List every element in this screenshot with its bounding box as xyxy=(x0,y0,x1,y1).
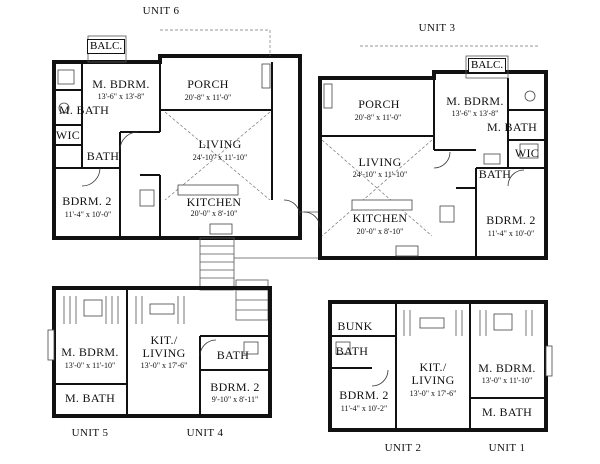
unit-6-kitchen-dimensions: 20'-0" x 8'-10" xyxy=(190,209,238,218)
unit-3-master-bedroom: M. BDRM. xyxy=(446,94,504,108)
unit-3-porch: PORCH xyxy=(358,97,400,111)
unit-3-master-bedroom-dimensions: 13'-6" x 13'-8" xyxy=(451,109,499,118)
unit-5-master-bedroom-dimensions: 13'-0" x 11'-10" xyxy=(64,361,116,370)
unit-3-living-dimensions: 24'-10" x 11'-10" xyxy=(352,170,408,179)
unit-2-kitchen-living-line2: LIVING xyxy=(411,373,455,387)
unit-1-master-bedroom-dimensions: 13'-0" x 11'-10" xyxy=(481,376,533,385)
unit-3-porch-dimensions: 20'-8" x 11'-0" xyxy=(354,113,402,122)
unit-6-kitchen: KITCHEN xyxy=(186,195,242,209)
unit-5-label: UNIT 5 xyxy=(71,427,109,439)
unit-2-bath: BATH xyxy=(335,344,369,358)
unit-1-label: UNIT 1 xyxy=(488,442,526,454)
unit-6-master-bedroom-dimensions: 13'-6" x 13'-8" xyxy=(97,92,145,101)
unit-6-balcony: BALC. xyxy=(87,39,126,54)
unit-3-label: UNIT 3 xyxy=(418,22,456,34)
unit-4-label: UNIT 4 xyxy=(186,427,224,439)
unit-2-bedroom-2-dimensions: 11'-4" x 10'-2" xyxy=(340,404,388,413)
unit-4-bedroom-2: BDRM. 2 xyxy=(210,380,260,394)
unit-4-bath: BATH xyxy=(216,348,250,362)
unit-3-balcony: BALC. xyxy=(468,58,507,73)
unit-2-bedroom-2: BDRM. 2 xyxy=(339,388,389,402)
unit-2-kitchen-living: KIT./ xyxy=(419,360,447,374)
unit-3-master-bath: M. BATH xyxy=(486,120,538,134)
unit-5-master-bath: M. BATH xyxy=(64,391,116,405)
unit-6-master-bath: M. BATH xyxy=(58,103,110,117)
unit-6-living: LIVING xyxy=(198,137,242,151)
unit-3-bedroom-2-dimensions: 11'-4" x 10'-0" xyxy=(487,229,535,238)
unit-6-porch: PORCH xyxy=(187,77,229,91)
unit-6-walk-in-closet: WIC xyxy=(55,128,81,142)
unit-6-bath: BATH xyxy=(86,149,120,163)
unit-6-bedroom-2: BDRM. 2 xyxy=(62,194,112,208)
unit-6-walls xyxy=(52,29,302,240)
unit-1-master-bath: M. BATH xyxy=(481,405,533,419)
unit-6-bedroom-2-dimensions: 11'-4" x 10'-0" xyxy=(64,210,112,219)
unit-6-porch-dimensions: 20'-8" x 11'-0" xyxy=(184,93,232,102)
unit-6-label: UNIT 6 xyxy=(142,5,180,17)
unit-4-5-walls xyxy=(47,286,272,418)
unit-2-bunk: BUNK xyxy=(337,319,373,333)
unit-3-kitchen-dimensions: 20'-0" x 8'-10" xyxy=(356,227,404,236)
unit-1-2-walls xyxy=(328,300,553,432)
unit-3-bedroom-2: BDRM. 2 xyxy=(486,213,536,227)
unit-1-master-bedroom: M. BDRM. xyxy=(478,361,536,375)
unit-2-label: UNIT 2 xyxy=(384,442,422,454)
unit-5-master-bedroom: M. BDRM. xyxy=(61,345,119,359)
unit-4-kitchen-living-line2: LIVING xyxy=(142,346,186,360)
unit-3-bath: BATH xyxy=(478,167,512,181)
unit-6-master-bedroom: M. BDRM. xyxy=(92,77,150,91)
unit-4-kitchen-living: KIT./ xyxy=(150,333,178,347)
unit-3-walls xyxy=(303,45,548,260)
unit-3-kitchen: KITCHEN xyxy=(352,211,408,225)
unit-6-living-dimensions: 24'-10" x 11'-10" xyxy=(192,153,248,162)
unit-2-kitchen-living-dimensions: 13'-0" x 17'-6" xyxy=(409,389,457,398)
unit-4-bedroom-2-dimensions: 9'-10" x 8'-11" xyxy=(211,395,259,404)
unit-3-walk-in-closet: WIC xyxy=(514,146,540,160)
unit-4-kitchen-living-dimensions: 13'-0" x 17'-6" xyxy=(140,361,188,370)
unit-3-living: LIVING xyxy=(358,155,402,169)
